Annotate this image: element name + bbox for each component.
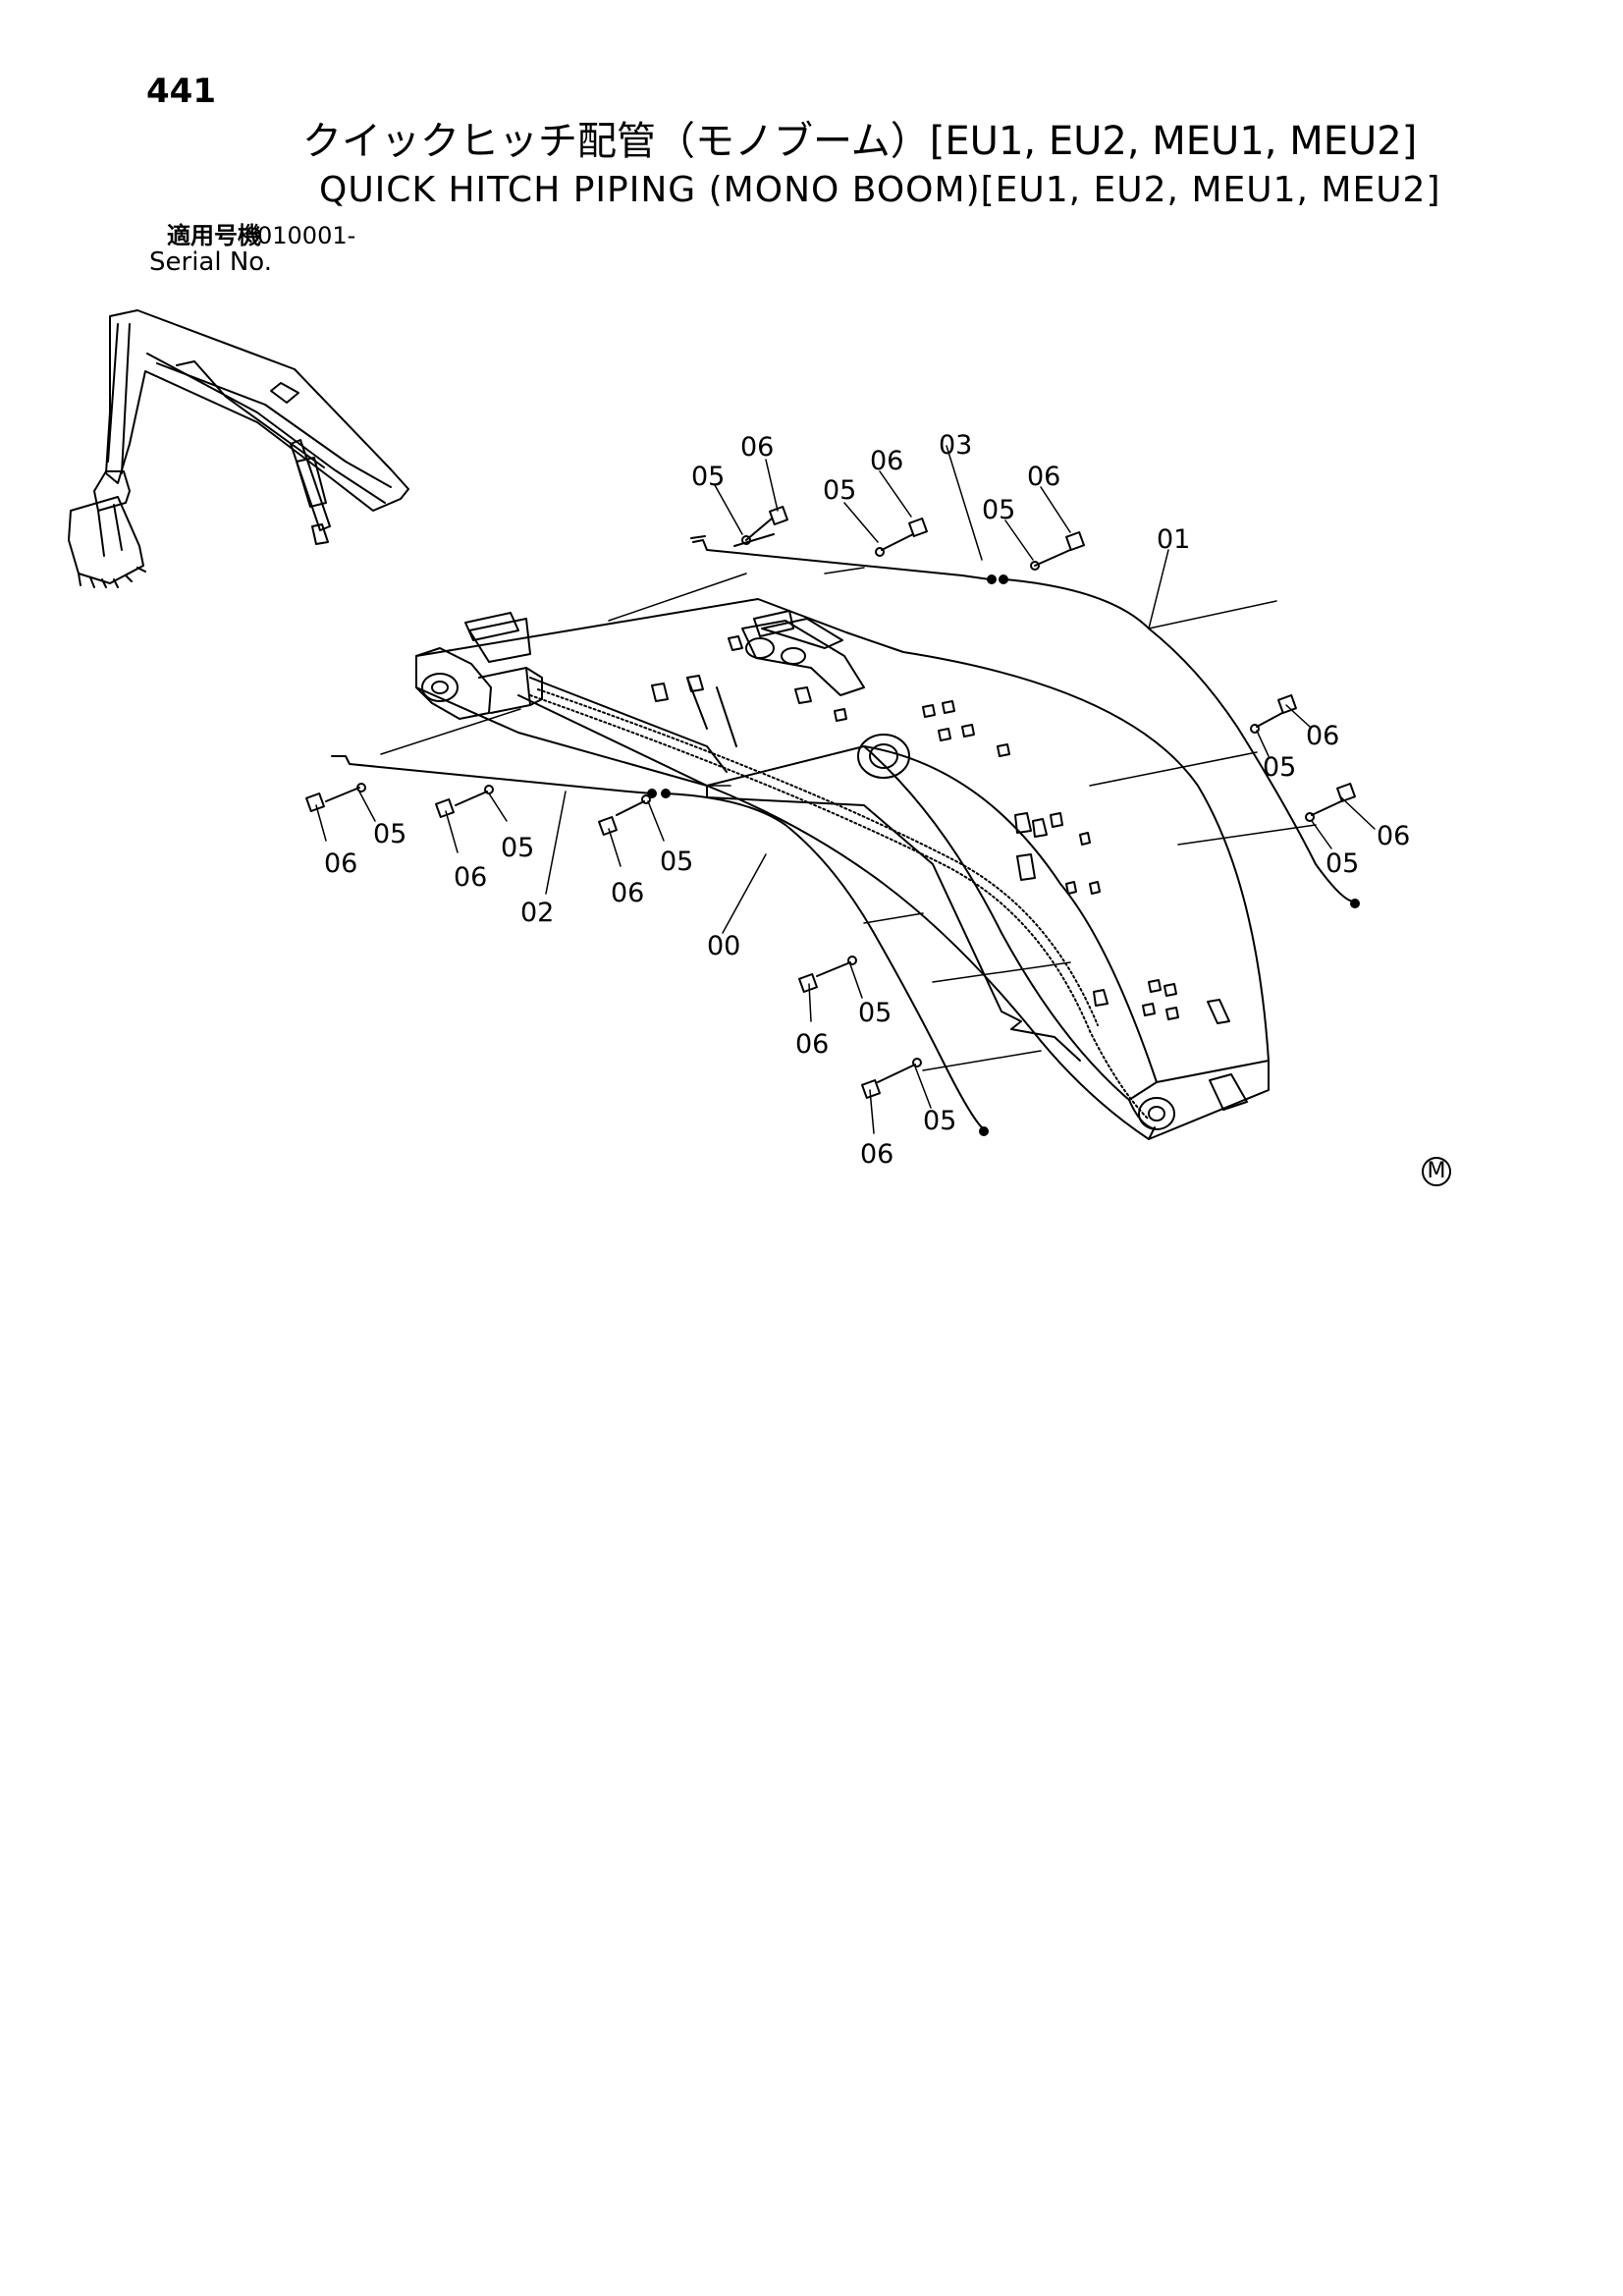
callout-06: 06 xyxy=(740,432,774,463)
callout-06: 06 xyxy=(860,1139,893,1170)
title-english: QUICK HITCH PIPING (MONO BOOM)[EU1, EU2,… xyxy=(319,170,1441,210)
pipe-02 xyxy=(331,755,653,794)
callout-03: 03 xyxy=(939,430,972,461)
callout-02: 02 xyxy=(520,898,554,928)
callout-06: 06 xyxy=(611,878,644,908)
callout-01: 01 xyxy=(1157,524,1190,555)
serial-label-japanese: 適用号機 xyxy=(167,222,261,249)
callout-05: 05 xyxy=(501,833,534,863)
callout-05: 05 xyxy=(373,819,406,849)
callout-00: 00 xyxy=(707,931,740,961)
projection-lines xyxy=(380,567,1317,1071)
callout-05: 05 xyxy=(923,1106,956,1136)
callout-05: 05 xyxy=(1263,752,1296,783)
footer-mark: M xyxy=(1422,1157,1451,1186)
callout-06: 06 xyxy=(1377,821,1410,851)
callout-06: 06 xyxy=(870,446,903,476)
title-japanese: クイックヒッチ配管（モノブーム）[EU1, EU2, MEU1, MEU2] xyxy=(302,119,1418,164)
pipe-00 xyxy=(665,793,985,1130)
callout-05: 05 xyxy=(691,462,725,492)
pipe-03 xyxy=(692,539,991,580)
callout-06: 06 xyxy=(454,862,487,893)
callout-05: 05 xyxy=(823,475,856,506)
callout-06: 06 xyxy=(1027,462,1060,492)
callout-05: 05 xyxy=(982,495,1015,525)
callout-05: 05 xyxy=(660,847,693,877)
serial-label-english: Serial No. xyxy=(149,247,272,277)
boom-structure xyxy=(415,598,1270,1140)
serial-number-value: 010001- xyxy=(257,222,356,249)
leader-lines xyxy=(315,445,1376,1134)
callout-05: 05 xyxy=(1325,848,1359,879)
callout-06: 06 xyxy=(1306,721,1339,751)
page-number: 441 xyxy=(146,72,216,111)
callout-labels: 06 05 05 06 03 06 05 01 06 05 06 05 06 0… xyxy=(324,430,1410,1170)
callout-06: 06 xyxy=(324,848,357,879)
excavator-thumbnail xyxy=(68,309,409,588)
pipe-01 xyxy=(1004,578,1354,902)
callout-05: 05 xyxy=(858,998,892,1028)
callout-06: 06 xyxy=(795,1029,829,1060)
